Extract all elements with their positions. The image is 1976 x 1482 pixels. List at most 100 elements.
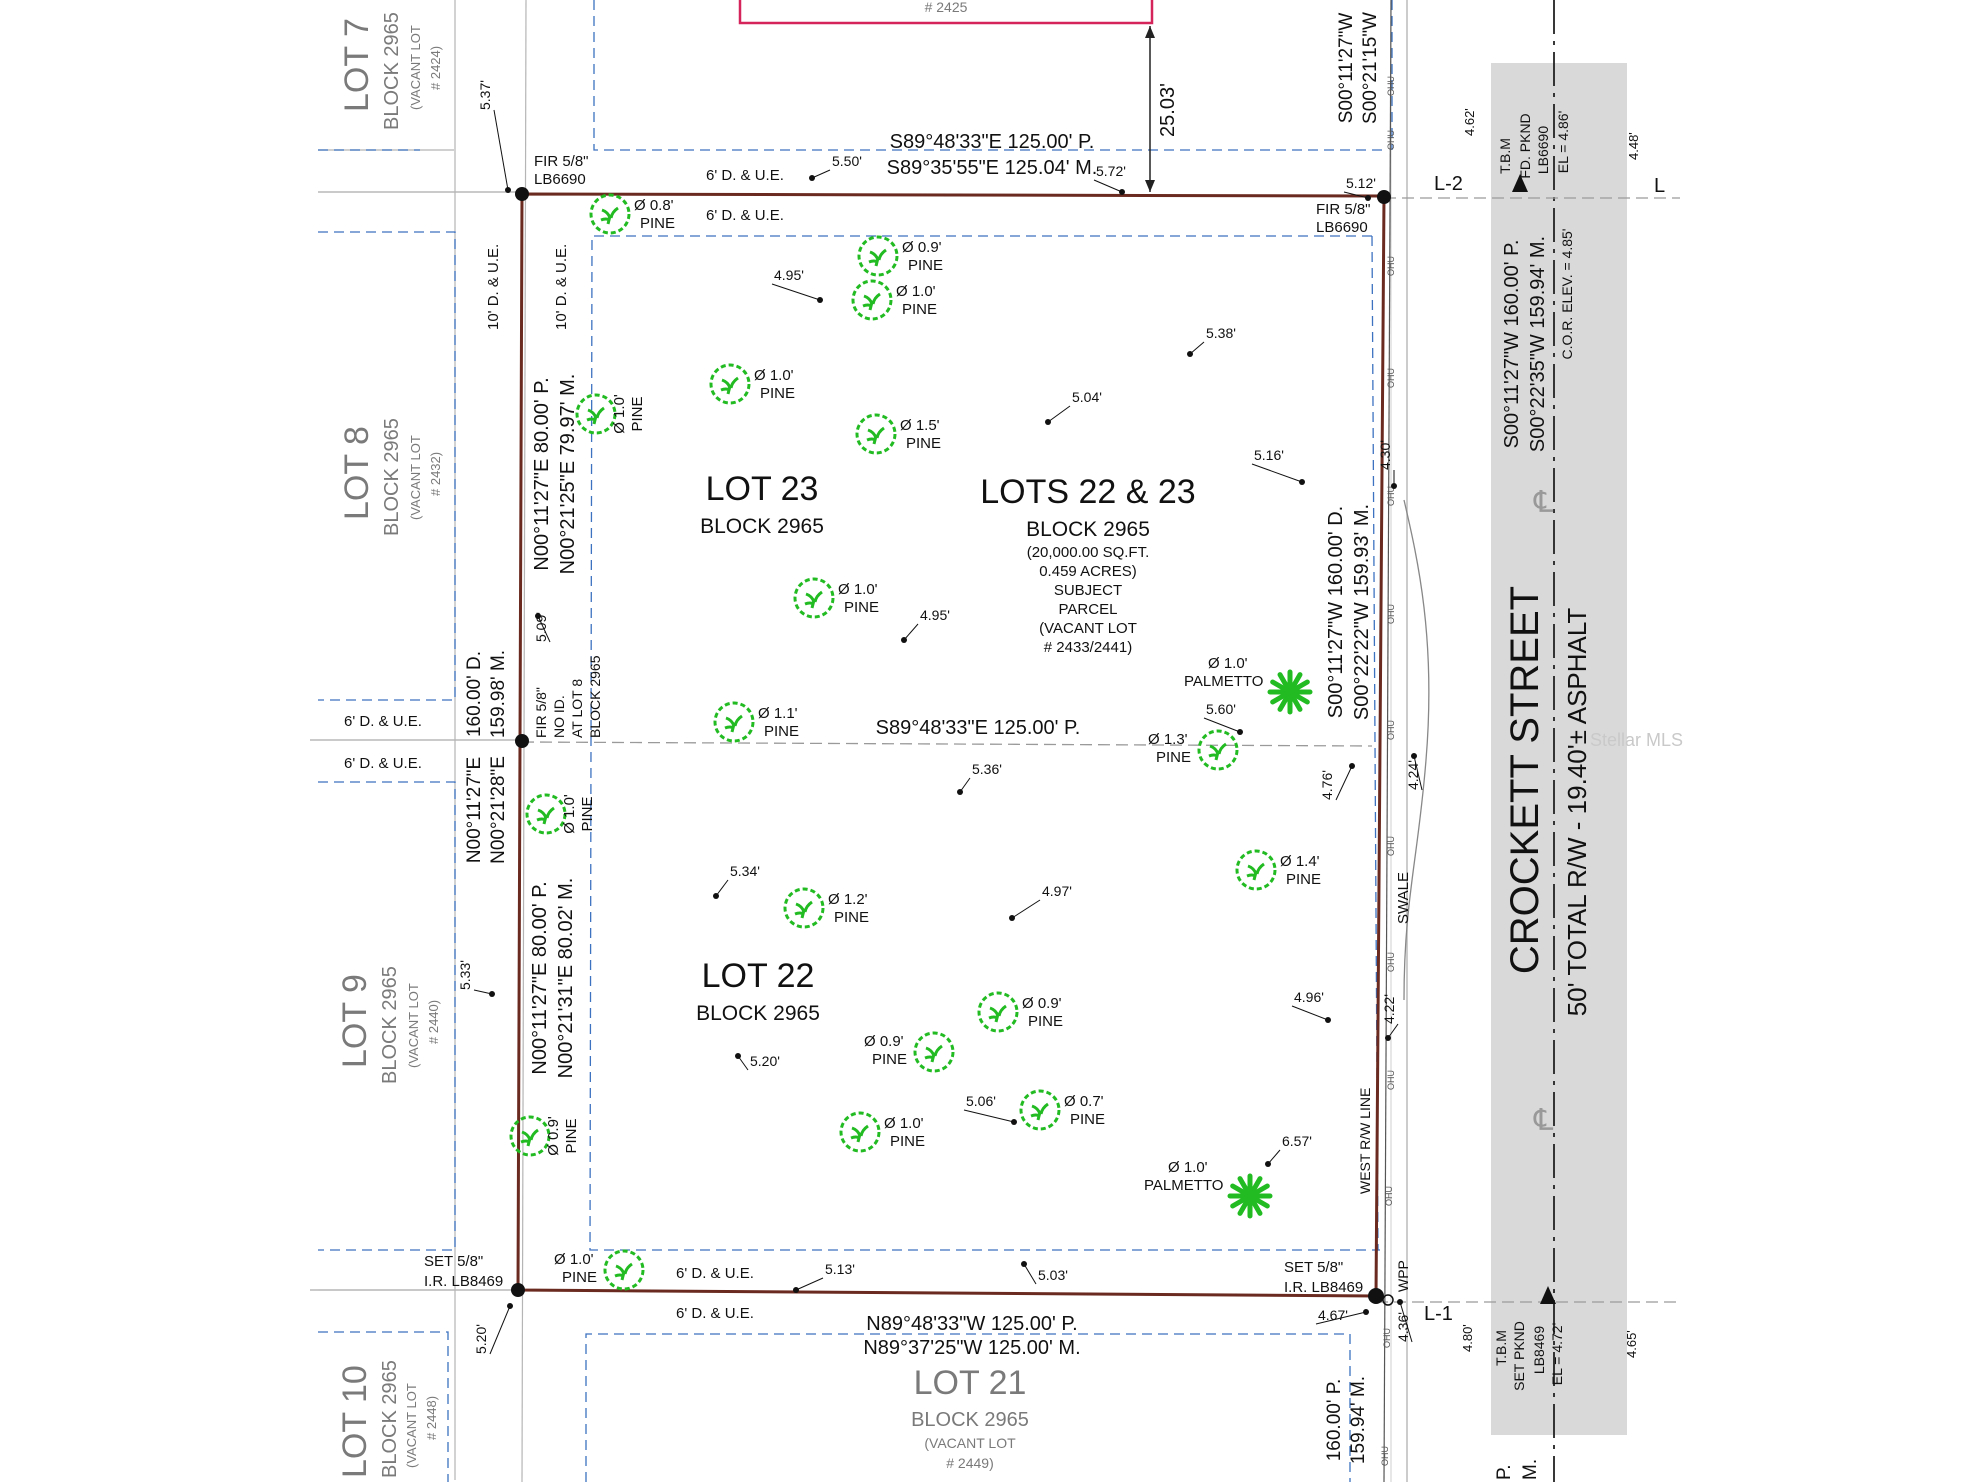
elevation-point: 5.50' [809, 153, 862, 181]
elevation-point: 4.67' [1315, 1307, 1369, 1325]
elevation-point: 4.97' [1009, 883, 1072, 921]
svg-text:Ø 0.8': Ø 0.8' [634, 197, 674, 214]
street-elev-right-top: 4.48' [1626, 132, 1641, 160]
elevation-point: 4.36' [1395, 1299, 1413, 1343]
pine-tree-icon: Ø 1.3'PINE [1148, 729, 1239, 771]
pine-tree-icon: Ø 0.8'PINE [589, 193, 675, 235]
svg-text:PINE: PINE [563, 1118, 580, 1153]
elevation-point: 4.30' [1377, 440, 1397, 489]
west-top-bearing-measured: N00°21'25"E 79.97' M. [557, 374, 579, 575]
svg-text:# 2432): # 2432) [428, 452, 443, 496]
label-l: L [1654, 175, 1665, 197]
pine-tree-icon: Ø 1.5'PINE [855, 413, 941, 455]
street-top-bearing-2: S00°21'15"W [1360, 12, 1381, 124]
pine-tree-icon: Ø 1.0'PINE [709, 363, 795, 405]
elevation-point: 5.06' [963, 1093, 1017, 1125]
elevation-point: 5.12' [1343, 175, 1376, 201]
svg-text:5.50': 5.50' [832, 153, 862, 169]
east-bearing-deed: S00°11'27"W 160.00' D. [1325, 506, 1347, 719]
svg-text:5.72': 5.72' [1096, 163, 1126, 179]
svg-text:Ø 1.0': Ø 1.0' [884, 1115, 924, 1132]
svg-text:Ø 1.0': Ø 1.0' [611, 394, 628, 434]
svg-text:5.09': 5.09' [533, 612, 549, 642]
svg-text:PINE: PINE [764, 723, 799, 740]
elevation-point: 5.03' [1021, 1261, 1068, 1285]
lot-23-block: BLOCK 2965 [700, 515, 824, 538]
crockett-street-band [1491, 63, 1627, 1435]
label-west-rw: WEST R/W LINE [1357, 1088, 1373, 1194]
street-bearing-plat: S00°11'27"W 160.00' P. [1501, 240, 1523, 449]
svg-text:4.36': 4.36' [1395, 1312, 1411, 1342]
pine-tree-icon: Ø 1.0'PINE [554, 1249, 645, 1291]
elevation-point: 4.22' [1381, 994, 1399, 1041]
elevation-point: 5.37' [477, 80, 511, 193]
svg-text:5.38': 5.38' [1206, 325, 1236, 341]
lot-8-label: LOT 8 BLOCK 2965 (VACANT LOT # 2432) [338, 418, 443, 536]
pine-tree-icon: Ø 0.9'PINE [977, 991, 1063, 1033]
svg-text:Ø 1.0': Ø 1.0' [561, 794, 578, 834]
svg-text:5.20': 5.20' [750, 1053, 780, 1069]
easement-lot9 [318, 781, 456, 1251]
svg-text:OHU: OHU [1386, 604, 1396, 624]
svg-text:PINE: PINE [1286, 871, 1321, 888]
svg-text:PINE: PINE [844, 599, 879, 616]
parcel-block: BLOCK 2965 [1026, 518, 1150, 541]
svg-text:Ø 1.3': Ø 1.3' [1148, 731, 1188, 748]
corner-marker-mid [515, 734, 529, 748]
corner-label-ne: FIR 5/8" LB6690 [1316, 201, 1371, 236]
svg-text:5.04': 5.04' [1072, 389, 1102, 405]
svg-text:LOT 9: LOT 9 [336, 974, 374, 1068]
svg-text:Ø 1.1': Ø 1.1' [758, 705, 798, 722]
svg-text:SUBJECT: SUBJECT [1054, 582, 1122, 599]
svg-text:PINE: PINE [579, 796, 596, 831]
corner-marker-se [1368, 1288, 1384, 1304]
mls-watermark: Stellar MLS [1590, 730, 1683, 750]
svg-text:5.12': 5.12' [1346, 175, 1376, 191]
tbm-bottom-arrow [1540, 1286, 1556, 1304]
svg-text:Ø 1.0': Ø 1.0' [754, 367, 794, 384]
elevation-point: 5.09' [533, 612, 551, 643]
west-bottom-bearing-plat: N00°11'27"E 80.00' P. [529, 881, 551, 1074]
svg-text:Ø 0.9': Ø 0.9' [545, 1116, 562, 1156]
svg-text:6' D. & U.E.: 6' D. & U.E. [706, 167, 784, 184]
easement-parcel-east [1371, 235, 1379, 1251]
svg-text:FIR 5/8": FIR 5/8" [533, 687, 549, 738]
svg-text:5.36': 5.36' [972, 761, 1002, 777]
lot-23-title: LOT 23 [706, 470, 819, 508]
svg-text:5.03': 5.03' [1038, 1267, 1068, 1283]
west-top-bearing-plat: N00°11'27"E 80.00' P. [531, 377, 553, 570]
label-wpp: WPP [1395, 1260, 1411, 1292]
svg-text:PINE: PINE [908, 257, 943, 274]
centerline-symbol-1: ℄ [1533, 486, 1554, 519]
svg-text:6.57': 6.57' [1282, 1133, 1312, 1149]
lot-22-23-line [521, 741, 1373, 747]
pine-tree-icon: Ø 1.0'PINE [575, 393, 646, 435]
svg-text:PINE: PINE [902, 301, 937, 318]
svg-text:Ø 0.9': Ø 0.9' [902, 239, 942, 256]
easement-lot10 [318, 1331, 449, 1482]
svg-text:(VACANT LOT: (VACANT LOT [404, 1383, 419, 1468]
parcel-boundary [516, 192, 1386, 1298]
svg-text:LOT 7: LOT 7 [338, 18, 376, 112]
svg-text:PINE: PINE [1156, 749, 1191, 766]
setback-arrow-bottom [1145, 180, 1155, 192]
svg-text:OHU: OHU [1386, 836, 1396, 856]
svg-text:# 2433/2441): # 2433/2441) [1044, 639, 1132, 656]
elevation-point: 4.95' [901, 607, 950, 643]
parcel-label: LOTS 22 & 23 BLOCK 2965 (20,000.00 SQ.FT… [980, 473, 1195, 656]
svg-text:BLOCK 2965: BLOCK 2965 [381, 12, 403, 130]
svg-text:PALMETTO: PALMETTO [1184, 673, 1263, 690]
elevation-point: 5.04' [1045, 389, 1102, 425]
svg-text:5.06': 5.06' [966, 1093, 996, 1109]
svg-text:OHU: OHU [1380, 1446, 1390, 1466]
svg-text:OHU: OHU [1386, 76, 1396, 96]
svg-text:OHU: OHU [1386, 1070, 1396, 1090]
svg-text:(VACANT LOT: (VACANT LOT [408, 25, 423, 110]
svg-text:NO ID.: NO ID. [551, 695, 567, 738]
svg-text:5.34': 5.34' [730, 863, 760, 879]
pine-tree-icon: Ø 1.1'PINE [713, 701, 799, 743]
lot-9-label: LOT 9 BLOCK 2965 (VACANT LOT # 2440) [336, 966, 441, 1084]
street-elev-left-top: 4.62' [1462, 108, 1477, 136]
elevation-point: 5.16' [1251, 447, 1305, 485]
